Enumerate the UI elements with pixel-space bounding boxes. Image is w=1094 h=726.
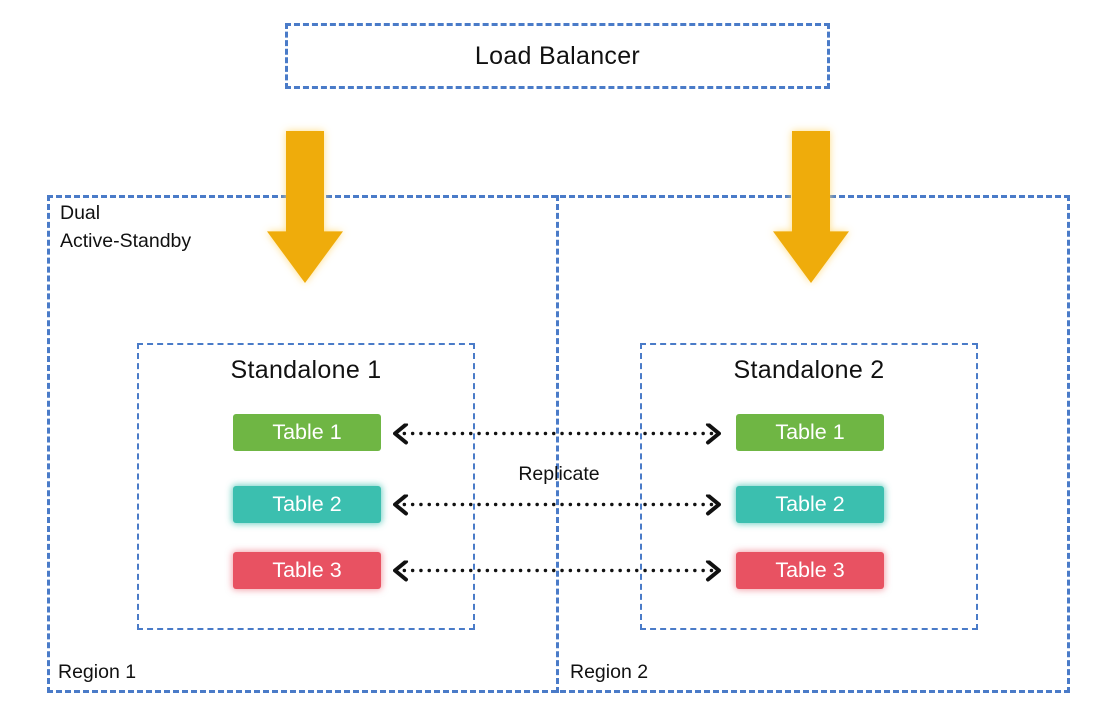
region-2-label: Region 2: [570, 661, 649, 683]
standalone-2-box: Standalone 2: [640, 343, 978, 630]
table-chip: Table 2: [736, 486, 884, 523]
load-balancer-label: Load Balancer: [474, 41, 641, 70]
dual-active-standby-label: Dual Active-Standby: [60, 202, 192, 252]
region-1-label: Region 1: [58, 661, 137, 683]
table-chip: Table 3: [736, 552, 884, 589]
load-balancer-box: Load Balancer: [285, 23, 830, 89]
table-chip: Table 1: [233, 414, 381, 451]
replicate-label: Replicate: [518, 463, 600, 485]
table-chip: Table 2: [233, 486, 381, 523]
table-chip: Table 3: [233, 552, 381, 589]
standalone-2-title: Standalone 2: [733, 356, 885, 384]
standalone-1-title: Standalone 1: [230, 356, 382, 384]
standalone-1-box: Standalone 1: [137, 343, 475, 630]
table-chip: Table 1: [736, 414, 884, 451]
replication-arrows: [380, 418, 734, 583]
